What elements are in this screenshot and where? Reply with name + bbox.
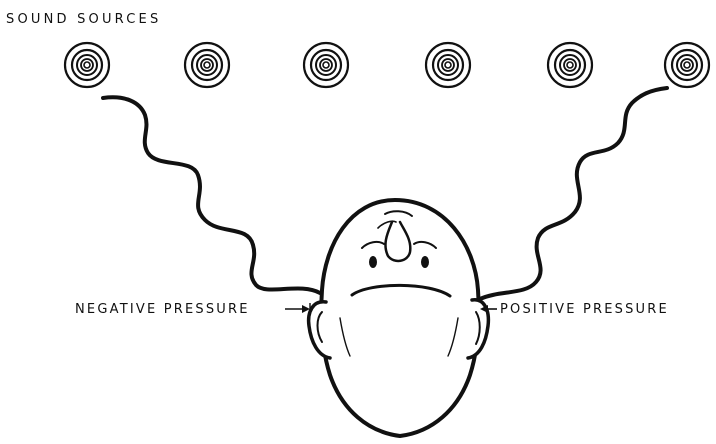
sound-source-5 bbox=[548, 43, 592, 87]
left-sound-wave-wire bbox=[103, 97, 320, 293]
sound-source-row bbox=[65, 43, 709, 87]
sound-source-3 bbox=[304, 43, 348, 87]
sound-source-4 bbox=[426, 43, 470, 87]
sound-source-6 bbox=[665, 43, 709, 87]
right-eye bbox=[421, 256, 429, 268]
head-outline bbox=[321, 200, 478, 436]
head-illustration bbox=[309, 200, 489, 436]
sound-source-1 bbox=[65, 43, 109, 87]
negative-pressure-arrow bbox=[285, 303, 310, 315]
sound-source-2 bbox=[185, 43, 229, 87]
left-eye bbox=[369, 256, 377, 268]
right-sound-wave-wire bbox=[480, 88, 667, 299]
